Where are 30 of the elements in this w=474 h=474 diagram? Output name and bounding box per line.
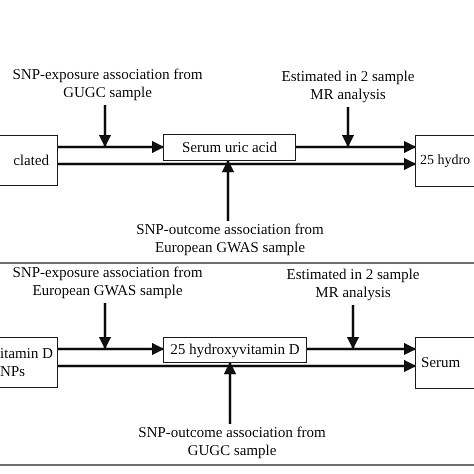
arrow bbox=[342, 107, 354, 148]
arrow bbox=[307, 342, 416, 356]
arrow bbox=[346, 305, 360, 350]
box-label: Serum uric acid bbox=[182, 138, 277, 156]
arrow bbox=[98, 105, 112, 148]
annotation-text: Estimated in 2 sample MR analysis bbox=[286, 266, 420, 302]
annotation-text: Estimated in 2 sample MR analysis bbox=[280, 68, 416, 104]
annotation-text: SNP-exposure association from European GWAS sample bbox=[12, 264, 204, 300]
arrow bbox=[58, 342, 164, 356]
process-box bbox=[0, 135, 58, 186]
annotation-text: SNP-outcome association from GUGC sample bbox=[137, 424, 327, 460]
process-box bbox=[163, 337, 307, 363]
arrow bbox=[222, 160, 234, 221]
box-label: Serum bbox=[421, 354, 460, 372]
arrow bbox=[58, 140, 164, 154]
process-box bbox=[415, 337, 474, 389]
process-box bbox=[0, 337, 58, 388]
arrow bbox=[224, 362, 236, 424]
arrow bbox=[296, 140, 416, 154]
process-box bbox=[415, 135, 474, 187]
arrow bbox=[58, 360, 416, 372]
arrow bbox=[98, 303, 112, 350]
process-box bbox=[163, 134, 296, 161]
arrow bbox=[58, 158, 416, 170]
annotation-text: SNP-outcome association from European GWAS sample bbox=[135, 221, 325, 257]
box-label: itamin D NPs bbox=[0, 344, 54, 380]
box-label: clated bbox=[13, 152, 49, 170]
box-label: 25 hydroxyvitamin D bbox=[170, 341, 300, 359]
annotation-text: SNP-exposure association from GUGC sample bbox=[12, 66, 204, 102]
box-label: 25 hydro bbox=[420, 152, 470, 170]
